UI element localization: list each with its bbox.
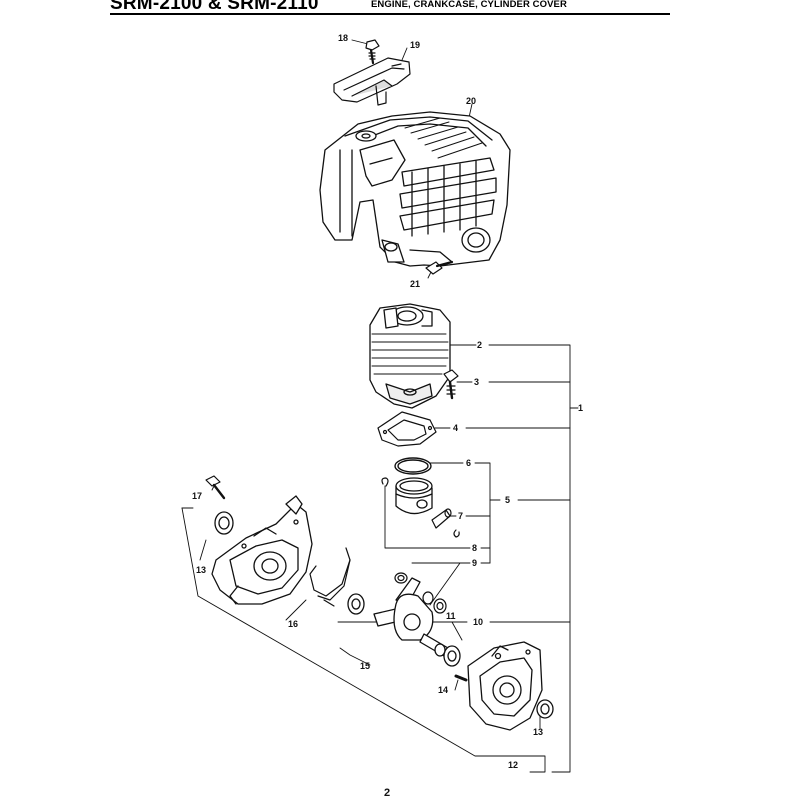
callout-13-right: 13: [533, 727, 543, 737]
part-13-seal-left: [214, 511, 234, 535]
leader-19: [401, 47, 408, 61]
model-title: SRM-2100 & SRM-2110: [110, 0, 319, 14]
part-3-bolt: [443, 369, 459, 400]
header-rule: [110, 13, 670, 15]
callout-11: 11: [446, 611, 456, 621]
part-17-bolt: [205, 475, 226, 500]
page-number: 2: [384, 787, 391, 799]
part-13-seal-right: [536, 699, 554, 719]
callout-3: 3: [474, 377, 479, 387]
crankcase-left-half: [211, 495, 313, 605]
part-7-piston-pin: [431, 508, 452, 529]
leader-15: [339, 647, 371, 666]
leader-18: [351, 39, 369, 45]
callout-15: 15: [360, 661, 370, 671]
callout-17: 17: [192, 491, 202, 501]
page-header: SRM-2100 & SRM-2110 ENGINE, CRANKCASE, C…: [0, 0, 800, 16]
part-18-screw: [365, 39, 380, 65]
crankcase-right-half: [467, 641, 543, 731]
bracket-5: [474, 462, 491, 564]
part-16-clip: [309, 547, 351, 607]
callout-9: 9: [472, 558, 477, 568]
part-21-screw: [425, 260, 454, 275]
callout-12: 12: [508, 760, 518, 770]
part-11-bearing: [422, 591, 447, 614]
callout-13-left: 13: [196, 565, 206, 575]
callout-6: 6: [466, 458, 471, 468]
callout-21: 21: [410, 279, 420, 289]
part-4-gasket: [377, 411, 437, 447]
callout-14: 14: [438, 685, 448, 695]
leader-16: [285, 599, 307, 621]
callout-4: 4: [453, 423, 458, 433]
part-9-needle-bearing: [394, 572, 408, 584]
leader-11: [429, 562, 461, 606]
part-20-cylinder-cover: [319, 111, 511, 267]
part-14-pin: [454, 674, 468, 682]
callout-labels: 1 2 3 4 5 6 7 8 9 10 11 12 13 13 14 15 1…: [192, 33, 583, 770]
part-8-circlips: [381, 477, 460, 538]
callout-7: 7: [458, 511, 463, 521]
bracket-12: [181, 507, 546, 773]
bracket-1: [488, 344, 571, 773]
part-5-piston: [395, 477, 433, 515]
section-title: ENGINE, CRANKCASE, CYLINDER COVER: [371, 0, 567, 10]
callout-16: 16: [288, 619, 298, 629]
callout-10: 10: [473, 617, 483, 627]
callout-20: 20: [466, 96, 476, 106]
leader-8: [384, 485, 471, 549]
leader-14: [454, 679, 459, 691]
part-10-crankshaft: [347, 577, 461, 667]
part-6-piston-ring: [394, 457, 432, 475]
callout-5: 5: [505, 495, 510, 505]
callout-2: 2: [477, 340, 482, 350]
callout-1: 1: [578, 403, 583, 413]
leader-13a: [199, 539, 207, 561]
callout-18: 18: [338, 33, 348, 43]
part-19-cover-cap: [333, 57, 411, 106]
leader-lines: [181, 39, 579, 773]
callout-19: 19: [410, 40, 420, 50]
callout-8: 8: [472, 543, 477, 553]
part-2-cylinder: [369, 303, 451, 409]
